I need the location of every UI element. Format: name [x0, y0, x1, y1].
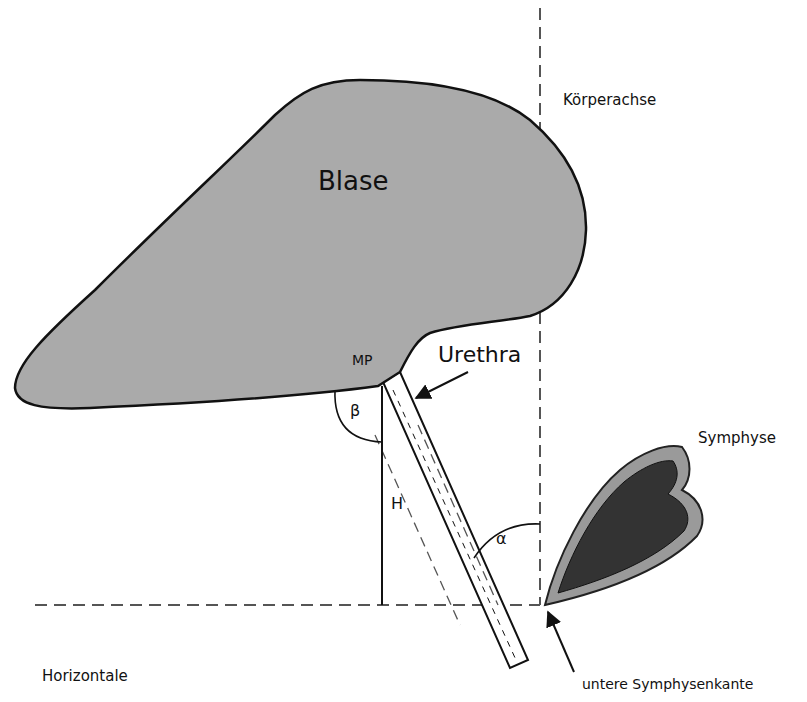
- beta-arc: [335, 390, 382, 442]
- angle-label: α: [496, 530, 507, 548]
- height-line: [381, 386, 383, 605]
- leader-arrow: [416, 372, 468, 398]
- alpha-arc: [474, 524, 540, 558]
- horizontal-line: [35, 604, 540, 606]
- urethra-label: Urethra: [438, 342, 521, 367]
- urethra-tube: [383, 372, 528, 668]
- height-label: H: [391, 495, 403, 513]
- edge-label: untere Symphysenkante: [582, 676, 753, 692]
- urethra-parallel: [375, 435, 460, 625]
- bone-label: Symphyse: [698, 430, 776, 447]
- leader-arrow: [548, 612, 574, 672]
- symphysis-inner: [558, 461, 688, 593]
- organ-label: Blase: [318, 167, 389, 197]
- symphysis-outer: [545, 446, 702, 605]
- point-label: MP: [352, 352, 373, 368]
- urethra-parallel: [418, 425, 498, 605]
- bladder-fill: [15, 80, 586, 408]
- angle-label: β: [350, 402, 360, 420]
- axis-label: Körperachse: [563, 92, 656, 109]
- horizontal-label: Horizontale: [42, 668, 128, 685]
- urethra-axis: [393, 390, 516, 660]
